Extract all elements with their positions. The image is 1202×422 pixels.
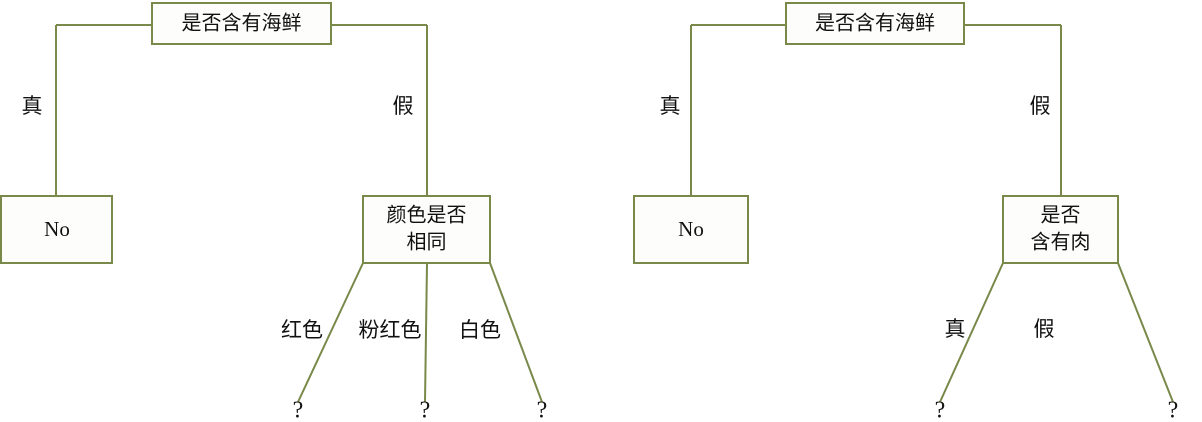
node-label-seafood-question-right: 是否含有海鲜 — [815, 12, 935, 35]
node-box-no-right[interactable] — [633, 195, 749, 264]
edge-label-false-right: 假 — [1030, 94, 1051, 118]
right-decision-tree: 是否含有海鲜 No 是否 含有肉 真 假 真 假 ? ? — [633, 2, 1179, 422]
edge-label-white: 白色 — [459, 318, 501, 342]
node-label-meat-question-line2: 含有肉 — [1031, 231, 1091, 254]
edge-label-true-left: 真 — [22, 94, 43, 118]
node-box-color-question[interactable] — [362, 195, 491, 264]
node-box-seafood-question-left[interactable] — [151, 2, 332, 45]
edge-label-meat-false: 假 — [1034, 317, 1055, 341]
node-label-meat-question-line1: 是否 — [1041, 205, 1081, 227]
node-label-no-left: No — [44, 217, 70, 241]
left-decision-tree: 是否含有海鲜 No 颜色是否 相同 真 假 红色 粉红色 白色 ? ? ? — [0, 2, 548, 422]
node-label-no-right: No — [678, 217, 704, 241]
edge-meat-to-true — [939, 262, 1004, 403]
leaf-unknown-pink: ? — [420, 398, 431, 422]
node-label-color-question-line1: 颜色是否 — [387, 204, 467, 227]
leaf-unknown-meat-false: ? — [1168, 398, 1179, 422]
leaf-unknown-meat-true: ? — [935, 398, 946, 422]
edge-label-pink: 粉红色 — [359, 318, 422, 342]
edge-label-false-left: 假 — [393, 94, 414, 118]
edge-label-red: 红色 — [281, 318, 323, 342]
node-box-meat-question[interactable] — [1002, 195, 1119, 264]
edge-color-to-pink — [424, 262, 428, 403]
node-label-seafood-question-left: 是否含有海鲜 — [182, 12, 302, 35]
node-box-no-left[interactable] — [0, 195, 113, 264]
edge-color-to-red — [297, 262, 364, 403]
edge-label-true-right: 真 — [660, 94, 681, 118]
leaf-unknown-white: ? — [537, 398, 548, 422]
leaf-unknown-red: ? — [293, 398, 304, 422]
edge-label-meat-true: 真 — [945, 317, 966, 341]
node-label-color-question-line2: 相同 — [407, 231, 447, 254]
edge-meat-to-false — [1117, 262, 1174, 403]
node-box-seafood-question-right[interactable] — [785, 2, 965, 45]
edge-color-to-white — [489, 262, 543, 403]
